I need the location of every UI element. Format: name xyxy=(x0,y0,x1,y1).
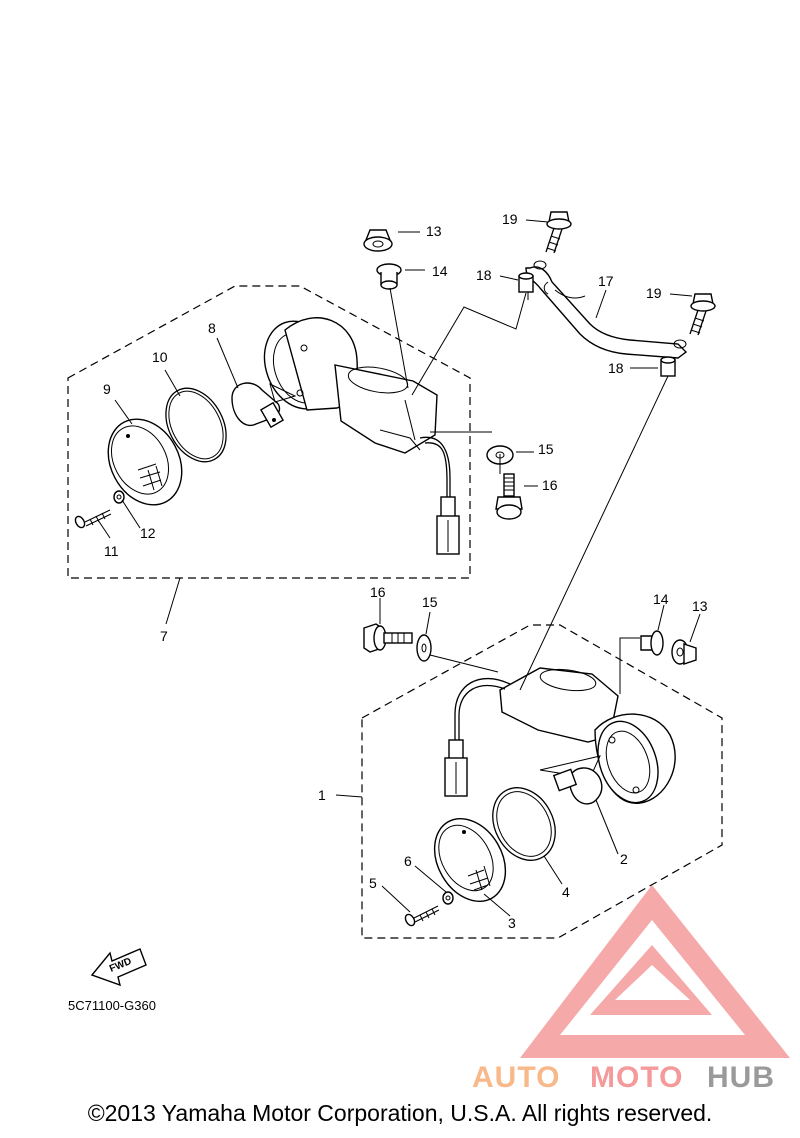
callout-18-upper: 18 xyxy=(476,267,492,283)
callout-numbers: 13 14 19 18 17 19 18 8 10 9 15 16 12 11 … xyxy=(103,211,708,931)
callout-13-upper: 13 xyxy=(426,223,442,239)
housing-lower xyxy=(499,667,676,804)
housing-upper xyxy=(263,317,438,454)
grommet-13-lower xyxy=(671,639,697,665)
callout-10: 10 xyxy=(152,349,168,365)
diagram-code: 5C71100-G360 xyxy=(68,998,156,1013)
bulb-2 xyxy=(552,767,603,805)
callout-2: 2 xyxy=(620,851,628,867)
callout-11: 11 xyxy=(104,543,119,559)
bolt-19-upper xyxy=(545,211,572,254)
callout-6: 6 xyxy=(404,853,412,869)
spacer-18-upper xyxy=(518,272,534,293)
connector-lower xyxy=(444,739,468,797)
callout-1: 1 xyxy=(318,787,326,803)
washer-6 xyxy=(442,891,454,905)
bracket-17 xyxy=(525,266,688,359)
assembly-outline-rear-left xyxy=(67,285,471,579)
callout-16-lower: 16 xyxy=(370,584,386,600)
wire-upper xyxy=(419,436,451,498)
callout-12: 12 xyxy=(140,525,156,541)
callout-14-lower: 14 xyxy=(653,591,669,607)
callout-18-lower: 18 xyxy=(608,360,624,376)
callout-15-upper: 15 xyxy=(538,441,554,457)
callout-19-upper: 19 xyxy=(502,211,518,227)
bulb-8 xyxy=(231,382,285,429)
washer-15-lower xyxy=(416,634,432,662)
bracket-assembly xyxy=(518,211,716,377)
wire-lower xyxy=(454,677,511,742)
lens-9 xyxy=(107,418,183,506)
callout-8: 8 xyxy=(208,320,216,336)
washer-12 xyxy=(113,490,125,504)
gasket-10 xyxy=(165,387,227,463)
callout-16-upper: 16 xyxy=(542,477,558,493)
callout-4: 4 xyxy=(562,884,570,900)
screw-5 xyxy=(404,905,440,927)
grommet-13-upper xyxy=(363,229,393,252)
gasket-4 xyxy=(492,787,556,861)
callout-13-lower: 13 xyxy=(692,598,708,614)
callout-7: 7 xyxy=(160,628,168,644)
callout-15-lower: 15 xyxy=(422,594,438,610)
lower-turn-signal-assembly xyxy=(363,623,697,927)
upper-turn-signal-assembly xyxy=(74,229,523,555)
watermark-logo: AUTO MOTO HUB xyxy=(472,885,790,1094)
callout-3: 3 xyxy=(508,915,516,931)
connector-upper xyxy=(436,496,460,555)
bolt-16-upper xyxy=(495,473,523,520)
copyright-notice: ©2013 Yamaha Motor Corporation, U.S.A. A… xyxy=(87,1100,713,1126)
callout-17: 17 xyxy=(598,273,614,289)
grommet-14-lower xyxy=(640,630,664,656)
leader-lines xyxy=(97,219,701,917)
watermark-text-moto: MOTO xyxy=(590,1061,683,1094)
assembly-outline-front-right xyxy=(361,624,723,939)
watermark-text-auto: AUTO xyxy=(472,1061,560,1094)
lens-3 xyxy=(433,817,507,903)
grommet-14-upper xyxy=(376,263,402,290)
spacer-18-lower xyxy=(660,356,676,377)
fwd-arrow-icon: FWD xyxy=(90,948,147,987)
watermark-text-hub: HUB xyxy=(707,1061,775,1094)
callout-5: 5 xyxy=(369,875,377,891)
screw-11 xyxy=(74,509,112,529)
callout-9: 9 xyxy=(103,381,111,397)
bolt-19-lower xyxy=(689,293,716,336)
callout-14-upper: 14 xyxy=(432,263,448,279)
bolt-16-lower xyxy=(363,623,413,653)
callout-19-lower: 19 xyxy=(646,285,662,301)
